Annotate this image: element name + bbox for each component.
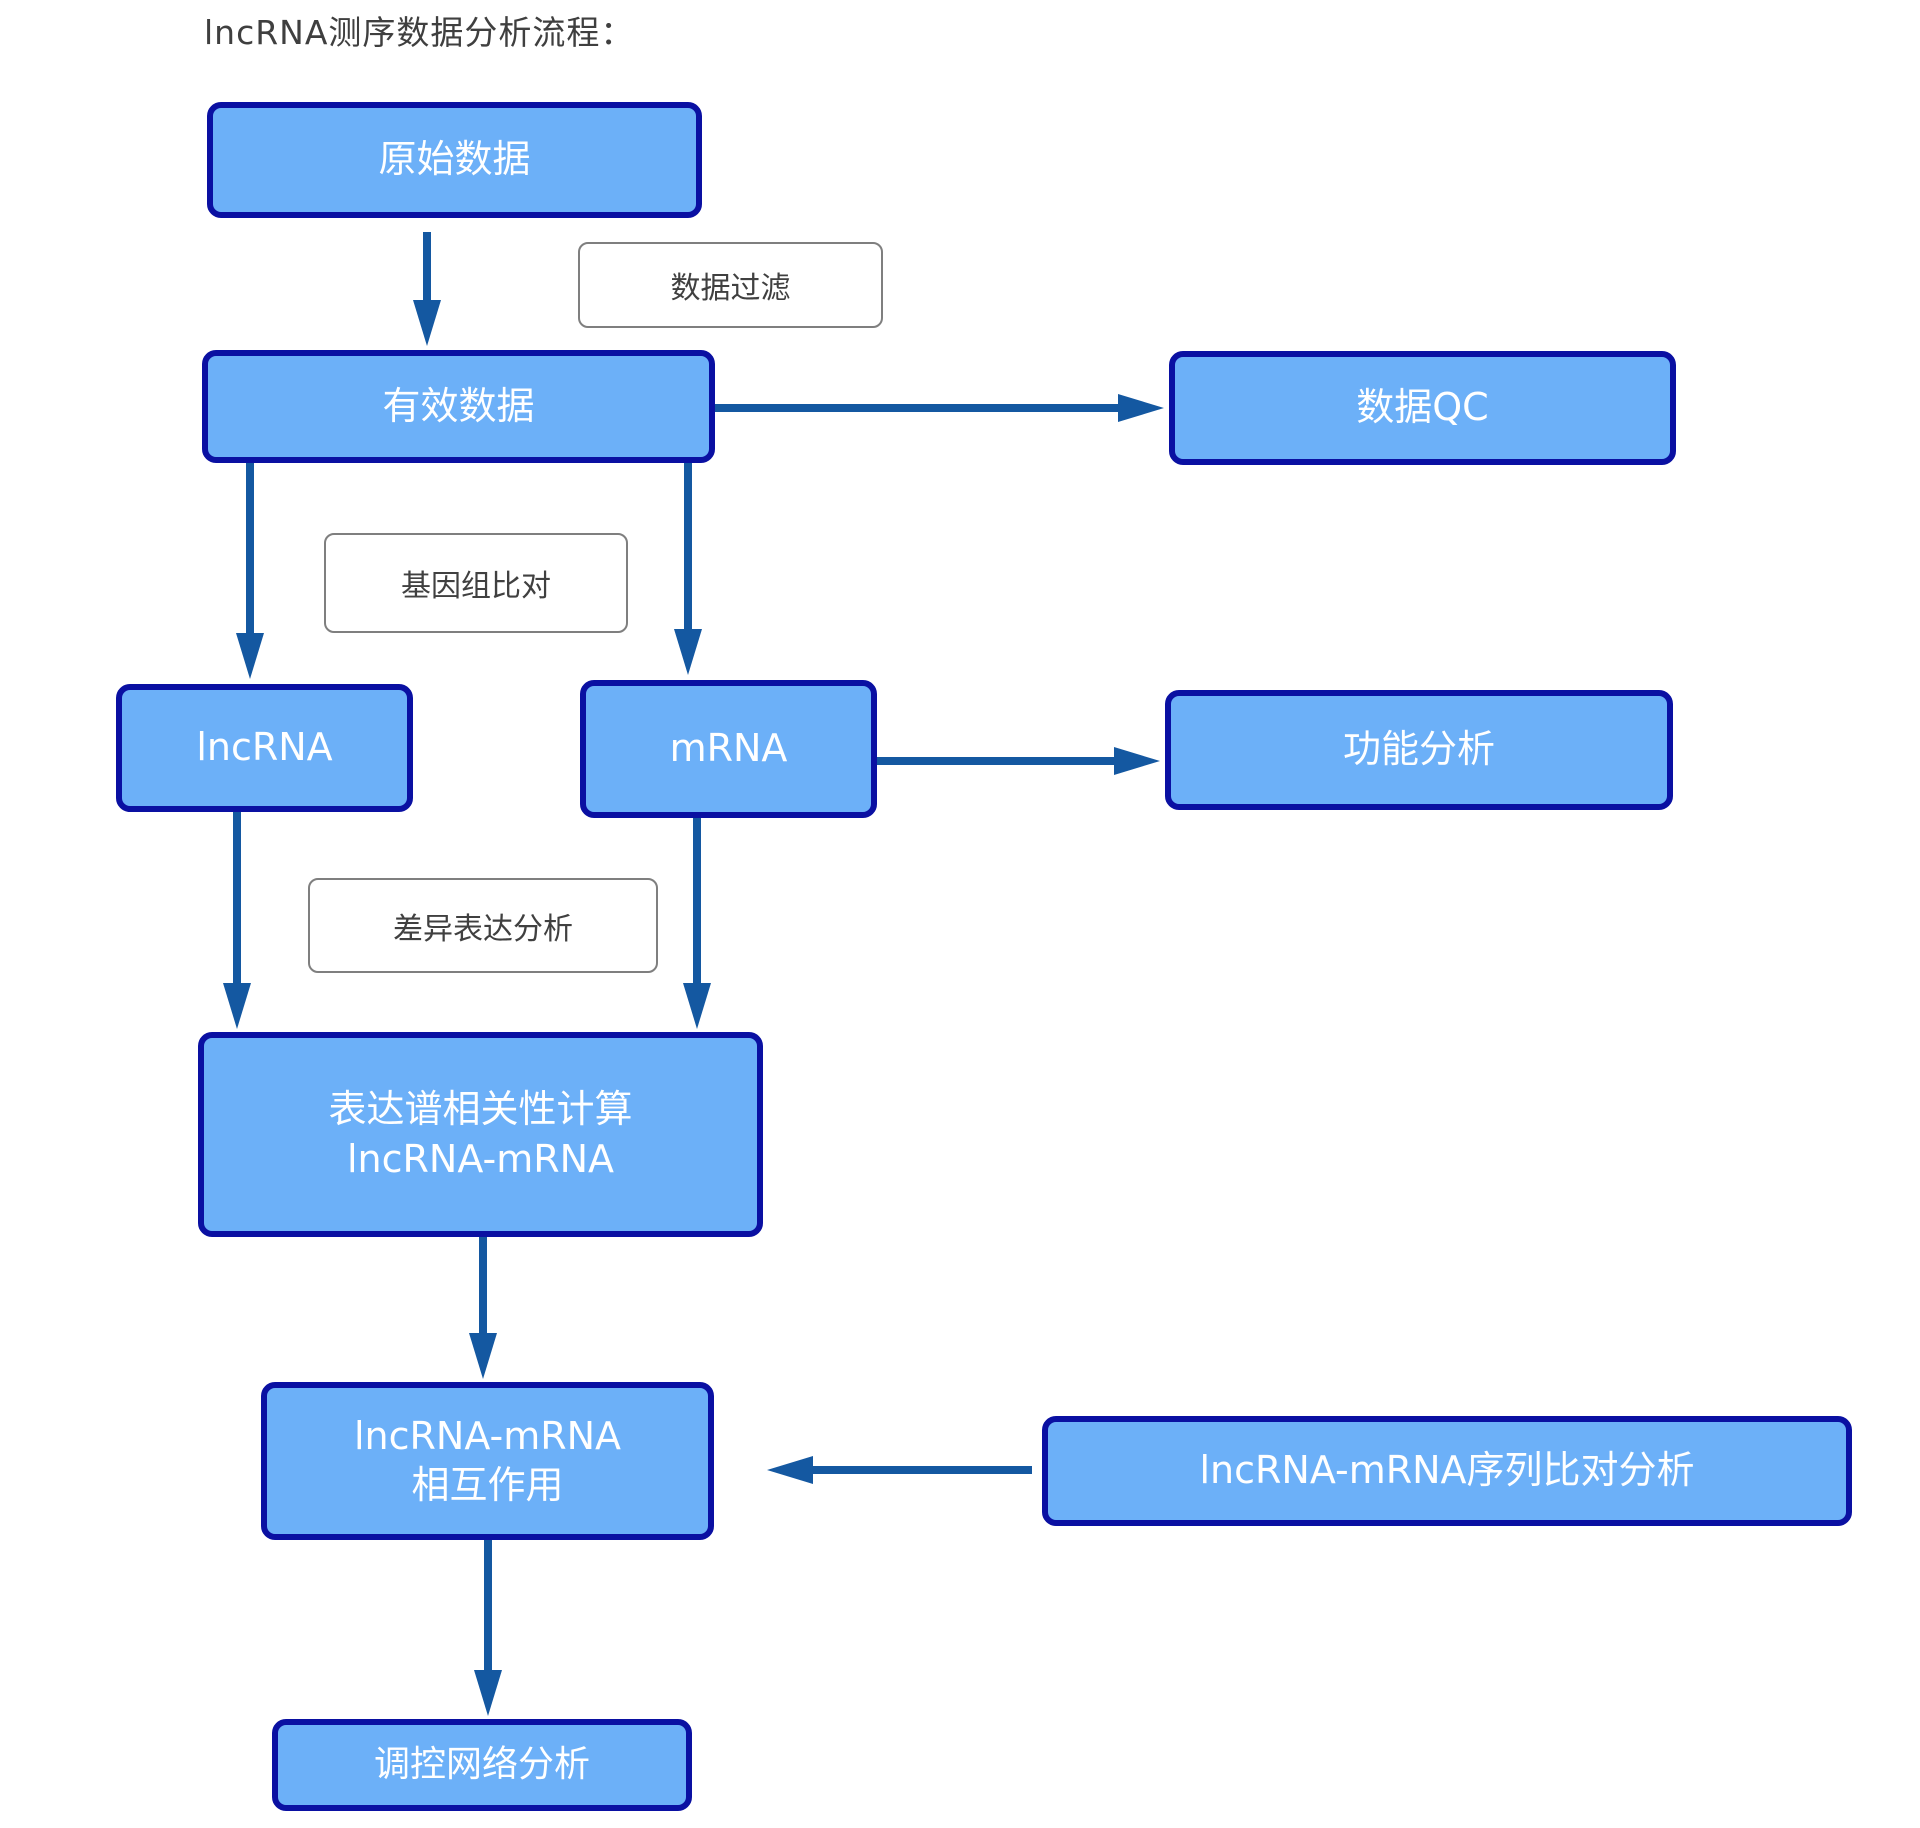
node-lncrna: lncRNA (116, 684, 413, 812)
edge-label-genome-alignment: 基因组比对 (324, 533, 628, 633)
arrow-valid-to-lncrna (236, 463, 264, 679)
arrow-lncrna-to-corr (223, 812, 251, 1029)
node-interaction-line1: lncRNA-mRNA (353, 1413, 622, 1458)
edge-label-diff-expression-text: 差异表达分析 (393, 911, 573, 947)
arrow-raw-to-valid (413, 232, 441, 346)
node-network-analysis-label: 调控网络分析 (373, 1743, 590, 1785)
arrow-interaction-to-network (474, 1540, 502, 1716)
edge-label-data-filter: 数据过滤 (578, 242, 883, 328)
node-mrna: mRNA (580, 680, 877, 818)
node-mrna-label: mRNA (669, 726, 788, 771)
arrow-corr-to-interaction (469, 1237, 497, 1379)
node-raw-data: 原始数据 (207, 102, 702, 218)
node-seq-alignment: lncRNA-mRNA序列比对分析 (1042, 1416, 1852, 1526)
edge-label-genome-alignment-text: 基因组比对 (401, 569, 551, 604)
node-data-qc: 数据QC (1169, 351, 1676, 465)
node-correlation: 表达谱相关性计算 lncRNA-mRNA (198, 1032, 763, 1237)
arrow-seqalign-to-interaction (767, 1456, 1032, 1484)
node-correlation-line1: 表达谱相关性计算 (328, 1087, 633, 1132)
node-data-qc-label: 数据QC (1356, 385, 1489, 430)
node-raw-data-label: 原始数据 (378, 137, 531, 182)
node-lncrna-label: lncRNA (196, 725, 333, 770)
node-correlation-line2: lncRNA-mRNA (346, 1136, 615, 1181)
node-network-analysis: 调控网络分析 (272, 1719, 692, 1811)
arrow-valid-to-mrna (674, 463, 702, 675)
node-functional-analysis-label: 功能分析 (1342, 727, 1495, 772)
node-interaction: lncRNA-mRNA 相互作用 (261, 1382, 714, 1540)
edge-label-data-filter-text: 数据过滤 (670, 271, 791, 306)
arrow-mrna-to-func (877, 747, 1160, 775)
node-seq-alignment-label: lncRNA-mRNA序列比对分析 (1199, 1448, 1695, 1493)
node-functional-analysis: 功能分析 (1165, 690, 1673, 810)
node-interaction-line2: 相互作用 (411, 1463, 564, 1507)
node-valid-data-label: 有效数据 (382, 383, 535, 428)
arrow-valid-to-qc (715, 394, 1164, 422)
arrow-mrna-to-corr (683, 818, 711, 1029)
page-title: lncRNA测序数据分析流程： (204, 13, 635, 52)
edge-label-diff-expression: 差异表达分析 (308, 878, 658, 973)
node-valid-data: 有效数据 (202, 350, 715, 463)
